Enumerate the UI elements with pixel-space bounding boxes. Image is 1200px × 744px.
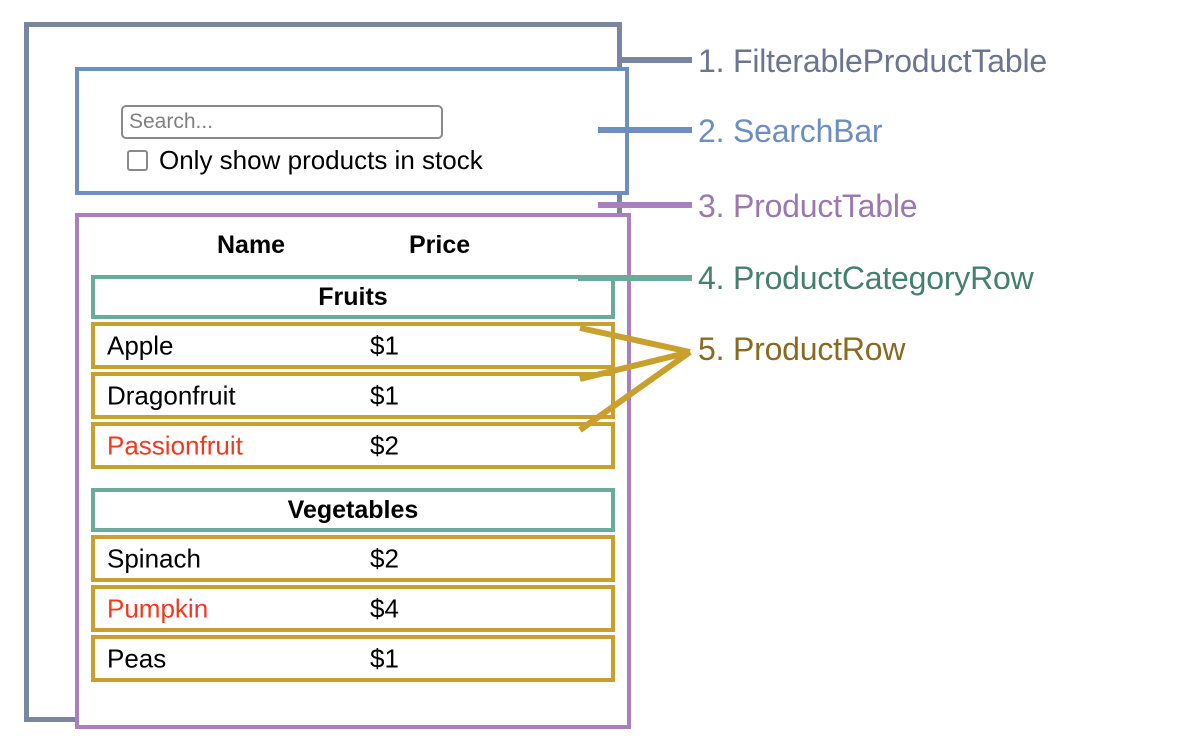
product-name: Pumpkin [107, 593, 209, 623]
product-name: Apple [107, 330, 174, 360]
product-price: $1 [370, 643, 399, 673]
product-row: Dragonfruit $1 [91, 372, 615, 419]
product-price: $1 [370, 330, 399, 360]
in-stock-checkbox-row[interactable]: Only show products in stock [127, 147, 483, 173]
group-spacer [91, 472, 615, 488]
search-bar-frame: Only show products in stock [75, 67, 629, 195]
product-name: Passionfruit [107, 430, 243, 460]
checkbox-icon[interactable] [127, 149, 148, 171]
product-price: $4 [370, 593, 399, 623]
product-price: $2 [370, 430, 399, 460]
product-row: Spinach $2 [91, 535, 615, 582]
product-row: Passionfruit $2 [91, 422, 615, 469]
search-input[interactable] [121, 105, 443, 139]
product-price: $2 [370, 543, 399, 573]
table-body: Fruits Apple $1 Dragonfruit $1 Passionfr… [91, 275, 615, 685]
product-name: Peas [107, 643, 167, 673]
product-category-row: Fruits [91, 275, 615, 319]
product-row: Pumpkin $4 [91, 585, 615, 632]
filterable-product-table-frame: Only show products in stock Name Price F… [24, 22, 631, 729]
column-header-price: Price [409, 231, 471, 259]
product-name: Dragonfruit [107, 380, 236, 410]
product-row: Peas $1 [91, 635, 615, 682]
annotation-label-product-category-row: 4. ProductCategoryRow [698, 260, 1034, 296]
product-price: $1 [370, 380, 399, 410]
annotation-label-product-row: 5. ProductRow [698, 331, 906, 367]
product-category-label: Fruits [318, 282, 388, 311]
annotation-label-product-table: 3. ProductTable [698, 188, 918, 224]
product-table-frame: Name Price Fruits Apple $1 Dragonfruit $… [75, 213, 631, 729]
column-header-name: Name [217, 231, 286, 259]
annotation-label-search-bar: 2. SearchBar [698, 113, 883, 149]
table-header-row: Name Price [79, 227, 627, 269]
annotation-label-filterable-product-table: 1. FilterableProductTable [698, 43, 1047, 79]
product-category-row: Vegetables [91, 488, 615, 532]
product-name: Spinach [107, 543, 201, 573]
in-stock-checkbox-label: Only show products in stock [159, 145, 483, 175]
product-category-label: Vegetables [287, 495, 419, 524]
product-row: Apple $1 [91, 322, 615, 369]
